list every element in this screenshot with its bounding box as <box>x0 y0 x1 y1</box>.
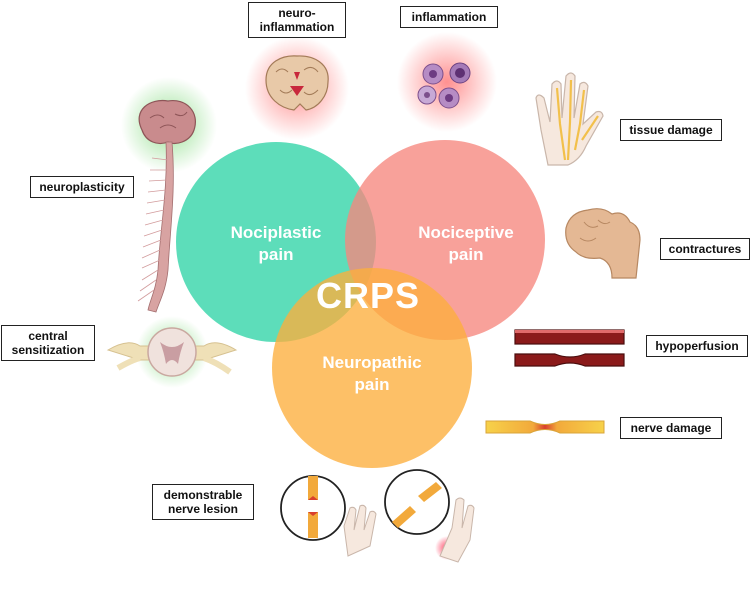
neuroinflammation-line2: inflammation <box>259 20 335 34</box>
brain-slice-illustration <box>245 36 349 140</box>
central-line2: sensitization <box>11 343 85 357</box>
nerve-damage-illustration <box>485 420 605 434</box>
nociceptive-line1: Nociceptive <box>418 223 514 242</box>
immune-cells-illustration <box>397 32 497 132</box>
neuropathic-line1: Neuropathic <box>322 353 422 372</box>
neuroinflammation-line1: neuro- <box>278 6 316 20</box>
neuropathic-label: Neuropathic pain <box>302 352 442 396</box>
nociplastic-line2: pain <box>258 245 294 264</box>
neuroplasticity-label: neuroplasticity <box>30 176 134 198</box>
contracted-hand-illustration <box>565 208 641 279</box>
crps-center-label: CRPS <box>315 275 421 316</box>
hypoperfusion-label: hypoperfusion <box>646 335 748 357</box>
nerve-lesion-illustration <box>280 469 475 563</box>
nociplastic-line1: Nociplastic <box>230 223 322 242</box>
nociplastic-label: Nociplastic pain <box>206 222 346 266</box>
spinal-cord-section-illustration <box>106 316 238 388</box>
neuropathic-line2: pain <box>354 375 390 394</box>
nociceptive-label: Nociceptive pain <box>396 222 536 266</box>
hand-illustration <box>535 72 604 166</box>
venn-diagram <box>176 140 545 468</box>
tissue-damage-label: tissue damage <box>620 119 722 141</box>
contractures-label: contractures <box>660 238 750 260</box>
circle-neuropathic <box>272 268 472 468</box>
demonstrable-nerve-lesion-label: demonstrable nerve lesion <box>152 484 254 520</box>
demonstrable-line1: demonstrable <box>163 488 243 502</box>
blood-vessel-illustration <box>514 329 625 367</box>
central-line1: central <box>28 329 68 343</box>
central-sensitization-label: central sensitization <box>1 325 95 361</box>
nerve-damage-label: nerve damage <box>620 417 722 439</box>
nociceptive-line2: pain <box>448 245 484 264</box>
neuroinflammation-label: neuro- inflammation <box>248 2 346 38</box>
inflammation-label: inflammation <box>400 6 498 28</box>
demonstrable-line2: nerve lesion <box>167 502 239 516</box>
brain-spinal-cord-illustration <box>121 77 217 313</box>
